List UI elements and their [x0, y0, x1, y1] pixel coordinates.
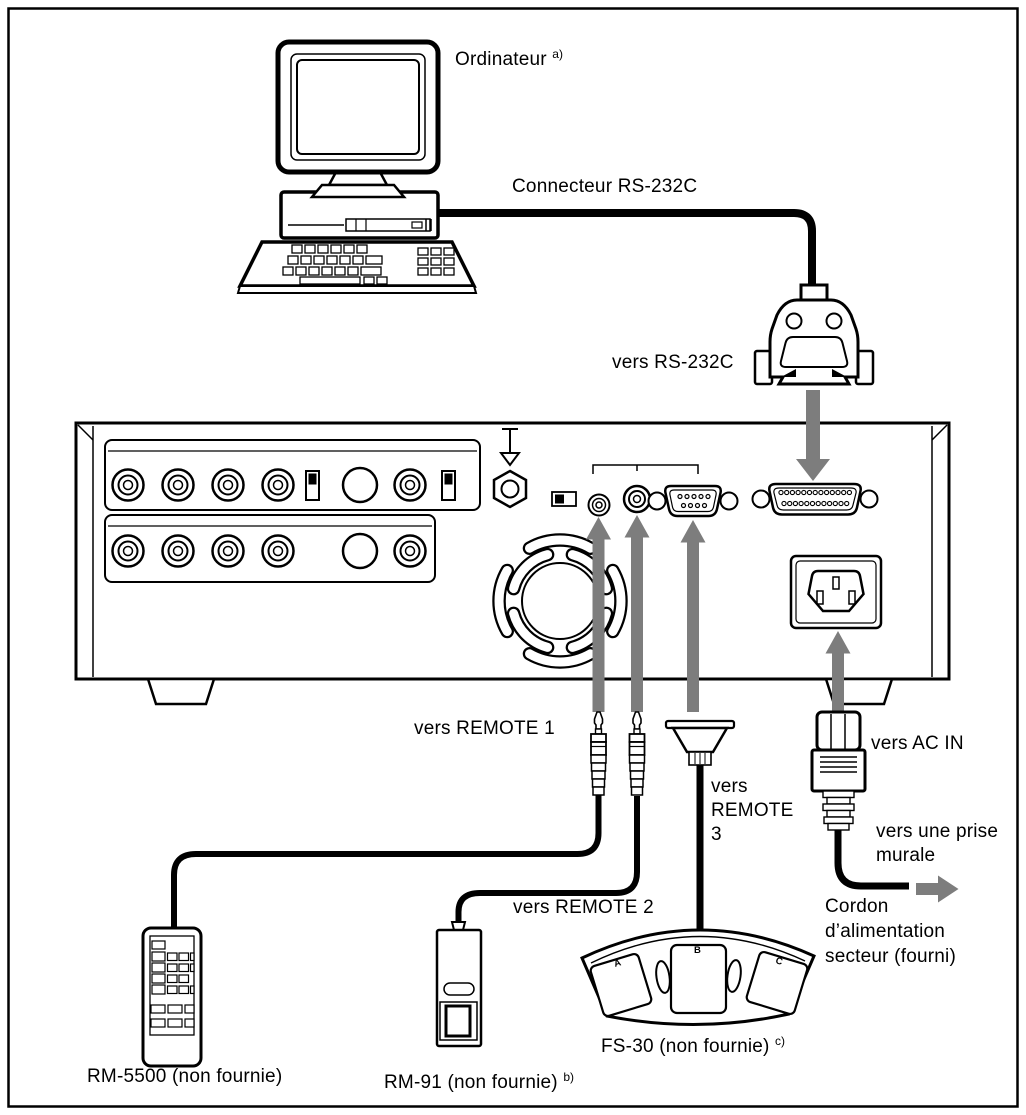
toggle-switch [441, 470, 456, 501]
arrow-right-to-wall [916, 875, 959, 903]
bnc-connectors [111, 466, 456, 570]
remote1-cable [171, 790, 602, 929]
computer-icon [236, 39, 478, 294]
label-to-ac-in: vers AC IN [871, 733, 964, 754]
label-fs30: FS-30 (non fournie) c) [601, 1034, 786, 1057]
bnc-connector [211, 468, 245, 502]
slide-switch [551, 491, 577, 507]
pedal-b [669, 943, 728, 1015]
fs30-footswitch-icon: A B C [580, 928, 816, 1026]
remote1-jack [587, 493, 611, 517]
flow-arrows [586, 390, 959, 903]
bnc-connector [393, 534, 427, 568]
ground-terminal-icon [492, 428, 528, 509]
bnc-panel-bottom [104, 514, 436, 583]
pedal-a-label: A [613, 957, 623, 970]
rs232c-plug-icon [753, 283, 875, 386]
label-rm91: RM-91 (non fournie) b) [384, 1070, 574, 1093]
label-rm5500: RM-5500 (non fournie) [87, 1066, 283, 1087]
remote2-cable [455, 796, 640, 923]
rs232c-port [751, 482, 879, 516]
bnc-connector [211, 534, 245, 568]
computer-tower [279, 190, 440, 240]
bnc-connector [161, 468, 195, 502]
arrow-up-to-ac-in [825, 631, 851, 712]
arrow-down-to-rs232c [796, 390, 830, 481]
power-cord-cable [834, 828, 909, 890]
label-rs232c-connector: Connecteur RS-232C [512, 176, 698, 197]
rs232c-cable [438, 209, 816, 287]
bnc-connector [111, 534, 145, 568]
footnote-a: a) [552, 47, 563, 61]
arrow-up-to-remote3 [680, 520, 706, 712]
label-power-cord: Cordon d’alimentation secteur (fourni) [825, 896, 956, 967]
label-to-rs232c: vers RS-232C [612, 352, 734, 373]
computer-monitor [275, 39, 441, 175]
ac-in-socket [789, 554, 883, 630]
pedal-b-label: B [694, 945, 701, 956]
label-to-wall: vers une prise murale [876, 821, 999, 866]
toggle-switch [305, 470, 320, 501]
device-foot [146, 677, 216, 706]
remote3-plug-icon [664, 719, 736, 766]
label-to-remote1: vers REMOTE 1 [414, 718, 555, 739]
footnote-c: c) [775, 1034, 786, 1048]
round-connector [341, 466, 379, 504]
remote3-connector [647, 484, 739, 518]
rm5500-remote-icon [141, 926, 203, 1068]
group-bracket [592, 464, 699, 474]
computer-keyboard [236, 240, 478, 294]
rm91-remote-icon [435, 921, 483, 1048]
bnc-connector [261, 534, 295, 568]
round-connector [341, 532, 379, 570]
label-to-remote2: vers REMOTE 2 [513, 897, 654, 918]
arrow-up-to-remote1 [586, 517, 611, 712]
label-computer: Ordinateur a) [455, 47, 563, 70]
page-border [7, 7, 1019, 1108]
bnc-connector [261, 468, 295, 502]
bnc-panel-top [104, 439, 481, 511]
cables [171, 209, 909, 936]
bnc-connector [393, 468, 427, 502]
label-to-remote3: vers REMOTE 3 [711, 776, 794, 845]
footnote-b: b) [563, 1070, 574, 1084]
bnc-connector [111, 468, 145, 502]
bnc-connector [161, 534, 195, 568]
arrow-up-to-remote2 [624, 515, 650, 712]
miniplug-remote1 [590, 711, 607, 796]
ac-plug-icon [810, 710, 867, 831]
pedal-c-label: C [774, 955, 784, 968]
miniplug-remote2 [628, 711, 646, 796]
